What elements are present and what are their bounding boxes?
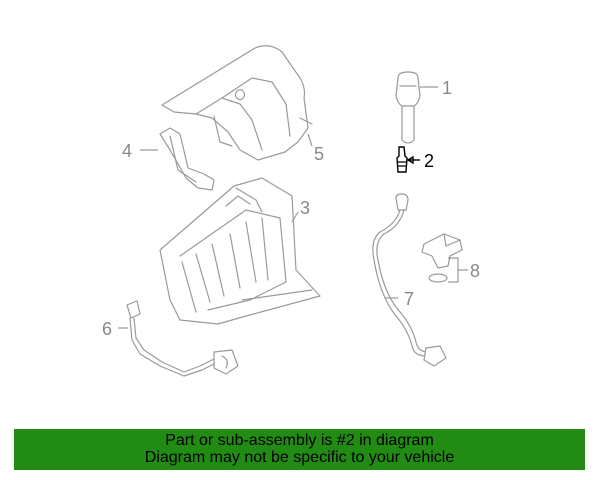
callout-7[interactable]: 7 [404, 289, 414, 309]
part-1-ignition-coil[interactable] [395, 71, 421, 144]
callout-6[interactable]: 6 [102, 319, 112, 339]
banner-line-1: Part or sub-assembly is #2 in diagram [165, 432, 434, 449]
callout-8[interactable]: 8 [470, 261, 480, 281]
part-4-bracket[interactable] [159, 127, 215, 191]
leader-2-arrowhead [406, 155, 414, 165]
callout-4[interactable]: 4 [122, 141, 132, 161]
banner-line-2: Diagram may not be specific to your vehi… [144, 449, 455, 466]
info-banner: Part or sub-assembly is #2 in diagram Di… [14, 429, 585, 470]
callout-5[interactable]: 5 [314, 144, 324, 164]
parts-diagram: 1 2 3 4 5 6 7 8 [102, 45, 480, 377]
callout-3[interactable]: 3 [300, 198, 310, 218]
callout-2[interactable]: 2 [424, 151, 434, 171]
callout-1[interactable]: 1 [442, 78, 452, 98]
part-6-wiring-harness[interactable] [126, 300, 239, 377]
part-3-control-module[interactable] [159, 177, 321, 325]
part-5-engine-cover[interactable] [161, 45, 313, 161]
leader-5 [307, 133, 313, 147]
part-8-sensor-and-seal[interactable] [421, 233, 463, 283]
leader-3 [291, 211, 299, 223]
part-2-spark-plug[interactable] [396, 146, 408, 173]
part-7-sensor[interactable] [372, 193, 447, 367]
leader-8 [448, 257, 468, 283]
